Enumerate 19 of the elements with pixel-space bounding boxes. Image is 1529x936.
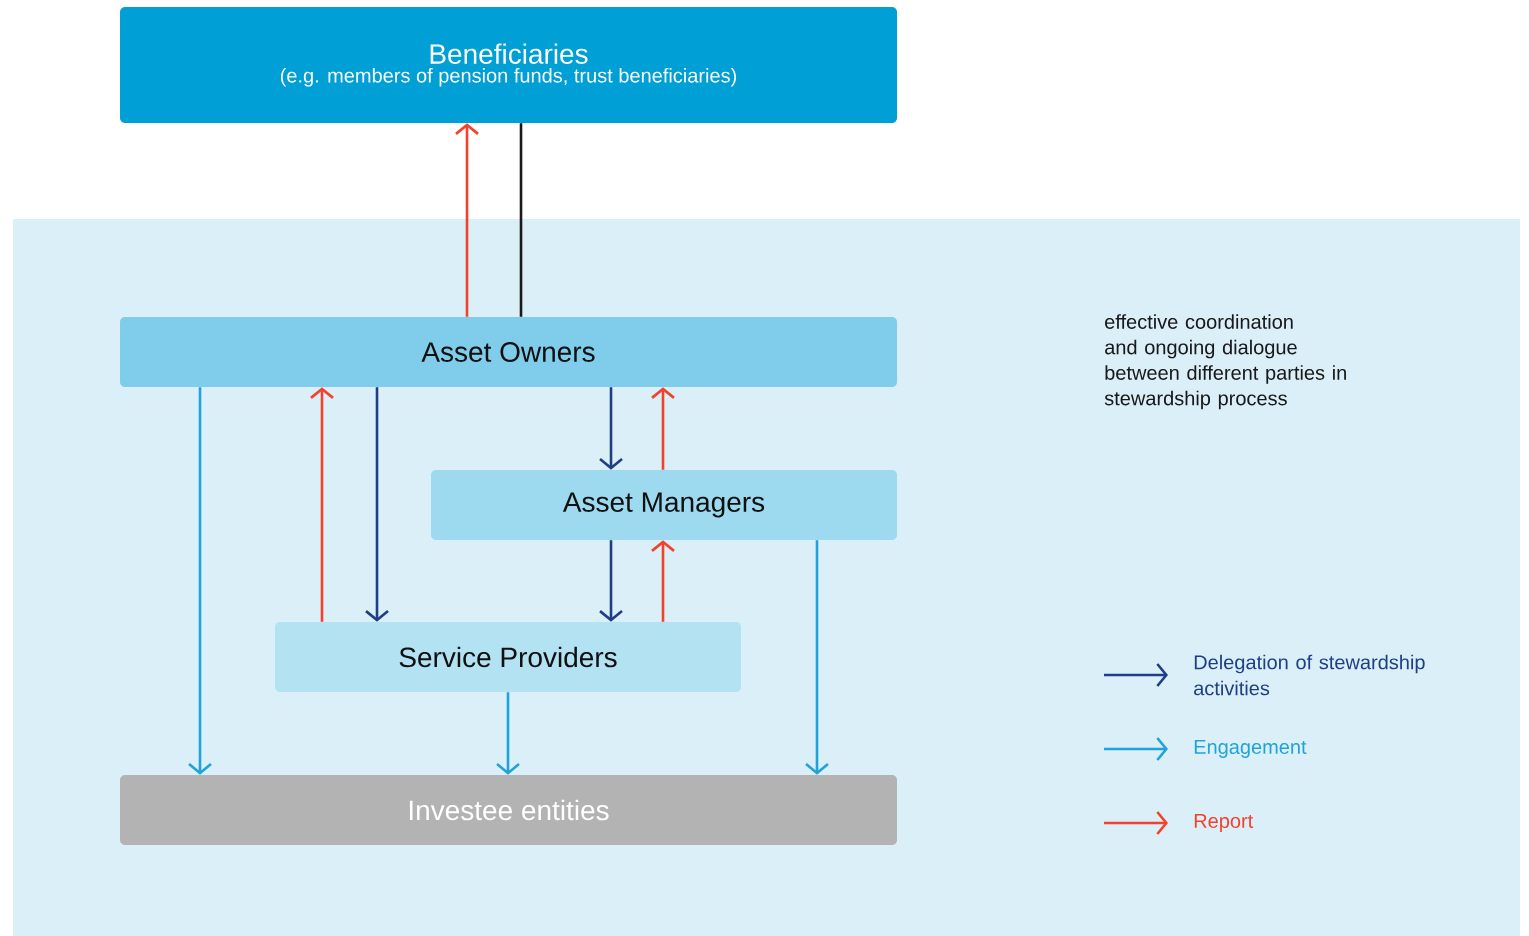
arrow <box>188 387 212 775</box>
arrow <box>599 540 623 622</box>
arrow <box>651 540 675 622</box>
process-box: Beneficiaries (e.g. members of pension funds, trust beneficiaries) <box>120 7 897 123</box>
note-text: effective coordination and ongoing dialogue between different parties in stewardship process <box>1104 314 1346 410</box>
legend-text: Delegation of stewardship activities <box>1194 654 1425 696</box>
process-box: Asset Managers <box>431 470 897 540</box>
arrow <box>805 540 829 775</box>
legend-text: Report <box>1194 814 1254 832</box>
arrow <box>651 387 675 470</box>
process-box: Investee entities <box>120 775 897 845</box>
arrow <box>455 123 479 317</box>
arrow <box>599 387 623 470</box>
legend-text: Engagement <box>1194 740 1307 758</box>
arrow <box>496 692 520 775</box>
process-box: Asset Owners <box>120 317 897 387</box>
process-box: Service Providers <box>275 622 741 692</box>
arrow <box>365 387 389 622</box>
arrow <box>310 387 334 622</box>
